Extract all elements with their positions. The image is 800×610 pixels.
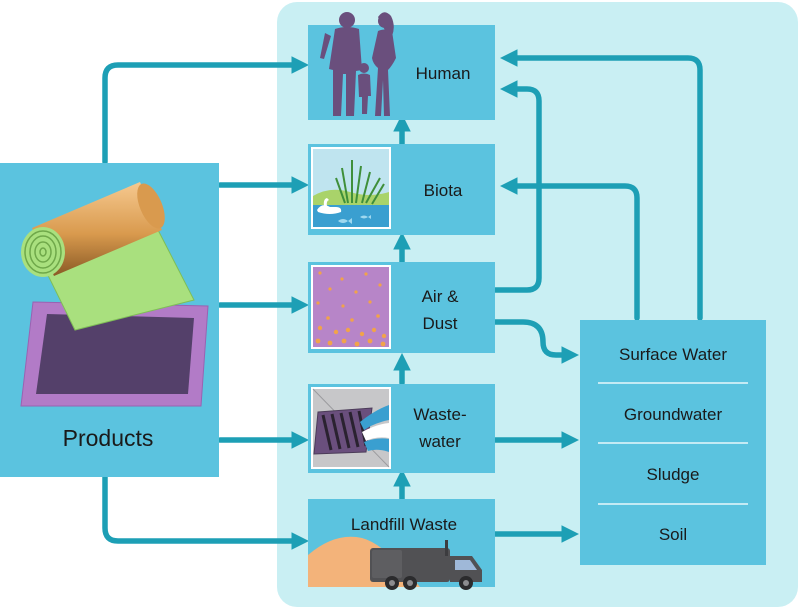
human-label: Human bbox=[416, 64, 471, 83]
products-label: Products bbox=[63, 425, 154, 451]
environment-item-sludge: Sludge bbox=[647, 465, 700, 484]
wastewater-label-line1: Waste- bbox=[413, 405, 466, 424]
environment-item-surface-water: Surface Water bbox=[619, 345, 727, 364]
pathway-arrows bbox=[102, 49, 703, 550]
environment-item-soil: Soil bbox=[659, 525, 687, 544]
human-node: Human bbox=[308, 12, 495, 120]
arrow-air-to-environment bbox=[492, 319, 580, 364]
environment-item-groundwater: Groundwater bbox=[624, 405, 723, 424]
arrow-air-to-human bbox=[492, 80, 542, 293]
garbage-truck-icon bbox=[308, 536, 482, 590]
products-node: Products bbox=[0, 163, 219, 477]
landfill-node: Landfill Waste bbox=[308, 499, 495, 590]
product-tray-illustration bbox=[20, 301, 209, 407]
carpet-roll-illustration bbox=[21, 182, 165, 277]
arrow-environment-to-human bbox=[499, 49, 703, 321]
wastewater-label-line2: water bbox=[418, 432, 461, 451]
air-dust-label-line1: Air & bbox=[422, 287, 460, 306]
family-silhouette-icon bbox=[320, 12, 396, 116]
storm-drain-icon bbox=[311, 387, 391, 469]
environment-node: Surface Water Groundwater Sludge Soil bbox=[580, 320, 766, 565]
arrow-products-to-landfill bbox=[102, 474, 310, 550]
wetland-pond-icon bbox=[311, 147, 391, 229]
dust-particles-icon bbox=[311, 265, 391, 349]
air-dust-node: Air & Dust bbox=[308, 262, 495, 353]
wastewater-node: Waste- water bbox=[308, 384, 495, 473]
biota-label: Biota bbox=[424, 181, 463, 200]
air-dust-label-line2: Dust bbox=[423, 314, 458, 333]
biota-node: Biota bbox=[308, 144, 495, 235]
arrow-products-to-human bbox=[102, 56, 310, 165]
landfill-label: Landfill Waste bbox=[351, 515, 457, 534]
arrow-environment-to-biota bbox=[499, 177, 640, 321]
